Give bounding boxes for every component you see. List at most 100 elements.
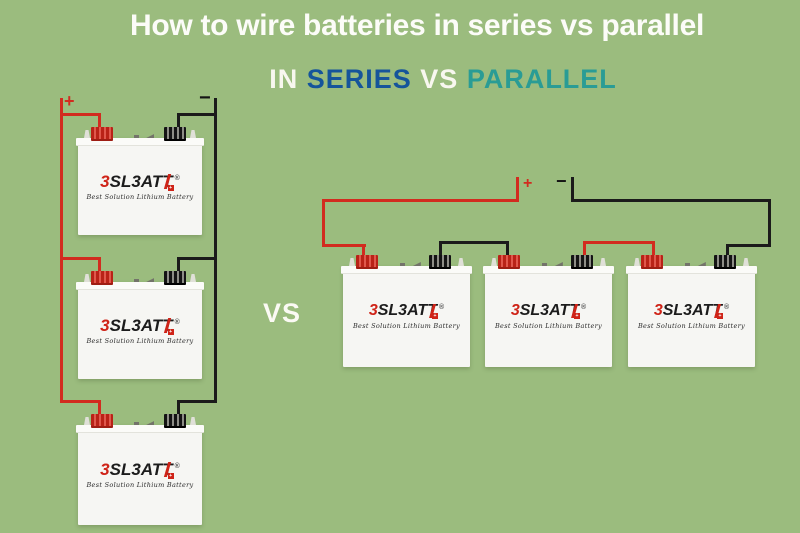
bslbatt-logo: 3SL3ATT+® <box>100 171 180 191</box>
series-b2-negative-wire <box>177 257 217 260</box>
registered-mark: ® <box>174 318 180 326</box>
series-battery-3: 3SL3ATT+® Best Solution Lithium Battery <box>76 414 204 525</box>
registered-mark: ® <box>581 303 587 311</box>
brand-tagline: Best Solution Lithium Battery <box>86 192 194 201</box>
vent-mark <box>133 422 139 425</box>
vent-mark <box>685 263 691 266</box>
negative-terminal <box>429 255 451 269</box>
bslbatt-logo: 3SL3ATT+® <box>100 315 180 335</box>
parallel-positive-top-wire <box>322 199 519 202</box>
vent-mark <box>133 279 139 282</box>
subtitle-series: SERIES <box>306 64 412 94</box>
brand-tagline: Best Solution Lithium Battery <box>86 336 194 345</box>
subtitle-in: IN <box>269 64 299 94</box>
jumper-2-wire <box>583 241 655 244</box>
parallel-positive-low-wire <box>322 244 366 247</box>
registered-mark: ® <box>439 303 445 311</box>
parallel-battery-3: 3SL3ATT+® Best Solution Lithium Battery <box>626 255 757 367</box>
series-negative-label: − <box>199 87 211 109</box>
vent-cap-icon <box>349 258 355 266</box>
registered-mark: ® <box>174 174 180 182</box>
vent-mark <box>133 135 139 138</box>
series-negative-bus-wire <box>214 98 217 403</box>
parallel-battery-1: 3SL3ATT+® Best Solution Lithium Battery <box>341 255 472 367</box>
battery-lid <box>626 266 757 274</box>
brand-tagline: Best Solution Lithium Battery <box>494 321 602 330</box>
series-b1-negative-drop-wire <box>177 113 180 130</box>
registered-mark: ® <box>724 303 730 311</box>
battery-lid <box>76 138 204 146</box>
jumper-2-left-drop-wire <box>583 241 586 257</box>
vent-mark <box>412 262 421 266</box>
bslbatt-logo: 3SL3ATT+® <box>100 460 180 479</box>
negative-terminal <box>714 255 736 269</box>
series-b2-positive-drop-wire <box>98 257 101 274</box>
vent-cap-icon <box>190 417 196 425</box>
vent-mark <box>554 262 563 266</box>
brand-tagline: Best Solution Lithium Battery <box>637 321 745 330</box>
jumper-1-wire <box>439 241 509 244</box>
vent-mark <box>697 262 706 266</box>
vent-mark <box>400 263 406 266</box>
vent-cap-icon <box>190 274 196 282</box>
negative-terminal <box>164 414 186 428</box>
parallel-negative-lead-wire <box>571 177 574 202</box>
battery-lid <box>341 266 472 274</box>
jumper-1-right-drop-wire <box>506 241 509 257</box>
positive-terminal <box>91 414 113 428</box>
series-positive-bus-wire <box>60 98 63 403</box>
negative-terminal <box>571 255 593 269</box>
battery-lid <box>483 266 614 274</box>
vent-mark <box>146 421 155 425</box>
brand-tagline: Best Solution Lithium Battery <box>352 321 460 330</box>
parallel-negative-low-wire <box>726 244 771 247</box>
series-b1-negative-wire <box>177 113 217 116</box>
series-b1-positive-drop-wire <box>98 113 101 130</box>
battery-lid <box>76 425 204 433</box>
vent-cap-icon <box>84 417 90 425</box>
series-b2-negative-drop-wire <box>177 257 180 274</box>
parallel-b1-positive-drop-wire <box>362 244 365 258</box>
vent-mark <box>542 263 548 266</box>
series-b3-positive-wire <box>60 400 101 403</box>
positive-terminal <box>91 127 113 141</box>
parallel-positive-lead-wire <box>516 177 519 202</box>
negative-terminal <box>164 127 186 141</box>
vent-cap-icon <box>84 274 90 282</box>
vent-cap-icon <box>84 130 90 138</box>
vent-cap-icon <box>190 130 196 138</box>
page-title: How to wire batteries in series vs paral… <box>129 9 704 42</box>
vent-mark <box>146 134 155 138</box>
vs-divider-label: VS <box>263 298 302 328</box>
brand-tagline: Best Solution Lithium Battery <box>86 481 194 489</box>
parallel-negative-down-wire <box>768 199 771 247</box>
parallel-negative-top-wire <box>571 199 771 202</box>
parallel-positive-down-wire <box>322 199 325 247</box>
bslbatt-logo: 3SL3ATT+® <box>653 302 730 320</box>
parallel-negative-label: − <box>556 171 567 191</box>
subtitle-vs: VS <box>420 64 459 94</box>
positive-terminal <box>356 255 378 269</box>
jumper-2-right-drop-wire <box>652 241 655 257</box>
vent-cap-icon <box>491 258 497 266</box>
registered-mark: ® <box>174 463 180 471</box>
positive-terminal <box>641 255 663 269</box>
series-b1-positive-wire <box>60 113 101 116</box>
subtitle-parallel: PARALLEL <box>466 64 617 94</box>
positive-terminal <box>91 271 113 285</box>
series-b3-negative-wire <box>177 400 217 403</box>
series-positive-label: + <box>64 91 75 111</box>
series-battery-1: 3SL3ATT+® Best Solution Lithium Battery <box>76 127 204 235</box>
jumper-1-left-drop-wire <box>439 241 442 257</box>
vent-cap-icon <box>458 258 464 266</box>
series-b3-negative-drop-wire <box>177 400 180 417</box>
vent-mark <box>146 278 155 282</box>
positive-terminal <box>498 255 520 269</box>
bslbatt-logo: 3SL3ATT+® <box>368 302 445 320</box>
parallel-b3-negative-drop-wire <box>726 244 729 258</box>
bslbatt-logo: 3SL3ATT+® <box>510 302 587 320</box>
parallel-positive-label: + <box>523 175 533 192</box>
vent-cap-icon <box>743 258 749 266</box>
subtitle: IN SERIES VS PARALLEL <box>0 64 800 95</box>
